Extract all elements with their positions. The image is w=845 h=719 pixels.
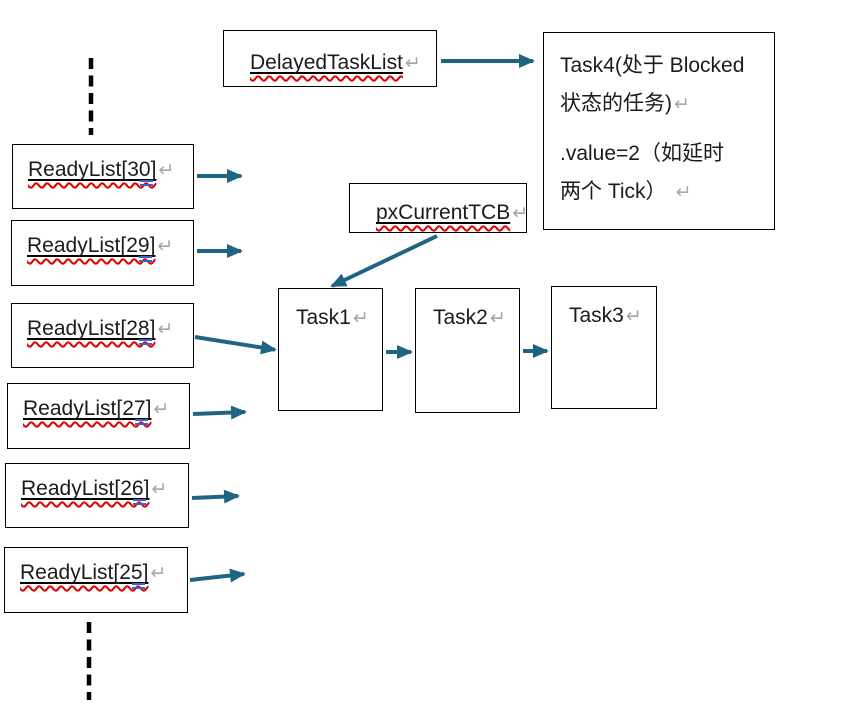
- node-task3: Task3↵: [551, 286, 657, 409]
- arrow-readylist-25: [189, 568, 246, 583]
- readylist-26-label: ReadyList[26]: [21, 477, 149, 500]
- task4-text-line4: 两个 Tick）: [560, 180, 667, 203]
- arrow-pxcurrenttcb-to-task1: [330, 234, 438, 288]
- grammar-mark-icon: [140, 180, 154, 186]
- return-mark-icon: ↵: [151, 479, 168, 500]
- node-readylist-25: ReadyList[25]↵: [4, 547, 188, 613]
- grammar-mark-icon: [139, 339, 153, 345]
- return-mark-icon: ↵: [157, 236, 174, 257]
- return-mark-icon: ↵: [150, 563, 167, 584]
- readylist-30-label-text: ReadyList[30]: [28, 158, 157, 181]
- grammar-mark-icon: [135, 419, 149, 425]
- arrow-readylist-27: [192, 405, 247, 420]
- return-mark-icon: ↵: [674, 94, 690, 115]
- readylist-28-label-text: ReadyList[28]: [27, 317, 156, 340]
- readylist-27-label-text: ReadyList[27]: [23, 397, 152, 420]
- return-mark-icon: ↵: [158, 160, 175, 181]
- return-mark-icon: ↵: [352, 308, 369, 329]
- readylist-25-label-text: ReadyList[25]: [20, 561, 149, 584]
- px-current-tcb-label: pxCurrentTCB: [376, 201, 510, 224]
- return-mark-icon: ↵: [157, 319, 174, 340]
- readylist-27-label: ReadyList[27]: [23, 397, 151, 420]
- task4-text-line3: .value=2（如延时: [560, 142, 724, 165]
- px-current-tcb-label-text: pxCurrentTCB: [376, 201, 511, 224]
- node-task1: Task1↵: [278, 288, 383, 411]
- readylist-28-label: ReadyList[28]: [27, 317, 155, 340]
- node-px-current-tcb: pxCurrentTCB↵: [349, 183, 529, 233]
- return-mark-icon: ↵: [512, 203, 529, 224]
- node-task4: Task4(处于 Blocked 状态的任务)↵ .value=2（如延时 两个…: [543, 32, 775, 230]
- node-readylist-28: ReadyList[28]↵: [11, 303, 194, 368]
- task2-label: Task2: [433, 306, 488, 329]
- readylist-29-label: ReadyList[29]: [27, 234, 155, 257]
- node-readylist-29: ReadyList[29]↵: [11, 220, 194, 286]
- task1-label: Task1: [296, 306, 351, 329]
- readylist-29-label-text: ReadyList[29]: [27, 234, 156, 257]
- delayed-task-list-label: DelayedTaskList: [250, 51, 403, 74]
- readylist-30-label: ReadyList[30]: [28, 158, 156, 181]
- task4-text-line4-wrap: 两个 Tick） ↵: [560, 173, 774, 211]
- readylist-25-label: ReadyList[25]: [20, 561, 148, 584]
- node-readylist-26: ReadyList[26]↵: [5, 463, 189, 528]
- return-mark-icon: ↵: [625, 306, 642, 327]
- grammar-mark-icon: [132, 583, 146, 589]
- node-readylist-27: ReadyList[27]↵: [7, 383, 190, 449]
- return-mark-icon: ↵: [404, 53, 421, 74]
- node-readylist-30: ReadyList[30]↵: [12, 144, 194, 209]
- task3-label: Task3: [569, 304, 624, 327]
- task4-text-line2-wrap: 状态的任务)↵: [560, 85, 774, 123]
- task4-text-line1: Task4(处于 Blocked: [560, 54, 745, 77]
- arrow-readylist-28-to-task1: [194, 335, 277, 355]
- grammar-mark-icon: [139, 256, 153, 262]
- return-mark-icon: ↵: [153, 399, 170, 420]
- return-mark-icon: ↵: [675, 182, 692, 203]
- task4-text-line2: 状态的任务): [560, 92, 672, 115]
- delayed-task-list-label-text: DelayedTaskList: [250, 51, 403, 74]
- node-task2: Task2↵: [415, 288, 520, 413]
- node-delayed-task-list: DelayedTaskList↵: [223, 30, 437, 87]
- return-mark-icon: ↵: [489, 308, 506, 329]
- grammar-mark-icon: [133, 499, 147, 505]
- readylist-26-label-text: ReadyList[26]: [21, 477, 150, 500]
- arrow-readylist-26: [191, 489, 240, 504]
